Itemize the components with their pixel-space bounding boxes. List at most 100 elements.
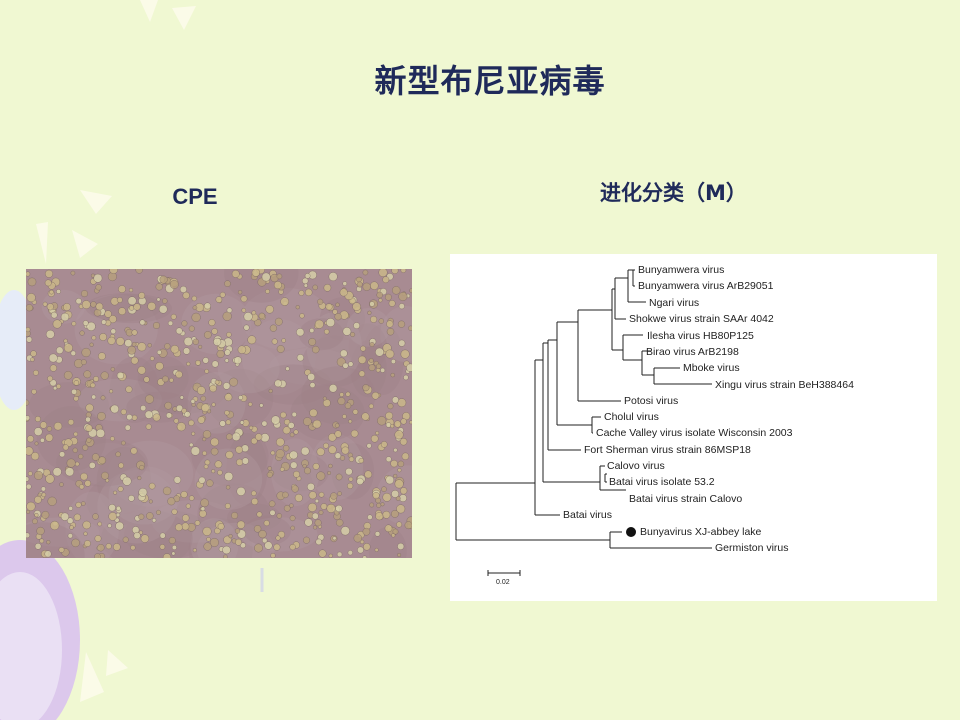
cell [156, 349, 162, 355]
cell [352, 302, 361, 311]
cell [335, 302, 340, 308]
micrograph-cells [26, 269, 412, 558]
cell [289, 432, 295, 438]
cell [127, 345, 137, 355]
cell [184, 411, 191, 418]
cell [258, 312, 266, 320]
cell [261, 420, 268, 427]
cell [138, 487, 148, 497]
cell [39, 437, 45, 443]
cell [369, 341, 375, 348]
cell [56, 383, 62, 389]
cell [75, 501, 82, 508]
cell [375, 363, 382, 369]
cell [145, 423, 152, 430]
cell [368, 403, 374, 409]
cell [192, 338, 199, 345]
cpe-micrograph [26, 269, 412, 558]
cell [208, 319, 216, 327]
cell [81, 347, 91, 358]
cell [275, 535, 281, 541]
cell [311, 512, 319, 520]
cell [179, 285, 187, 293]
cell [85, 403, 94, 412]
cell [112, 543, 121, 551]
cell [386, 327, 395, 336]
cell [311, 345, 320, 354]
cell [356, 281, 363, 288]
cell [222, 545, 231, 555]
cell [353, 533, 363, 543]
cell [210, 437, 219, 447]
cell [211, 328, 218, 335]
cell [376, 291, 383, 299]
cell [101, 471, 109, 480]
cell [196, 386, 206, 395]
cell [301, 277, 309, 285]
cell [30, 350, 37, 357]
cell [309, 408, 318, 418]
cell [385, 411, 394, 420]
cell [380, 367, 386, 373]
cell [394, 430, 404, 440]
cell [308, 337, 317, 346]
cell [335, 518, 344, 527]
cell [404, 521, 412, 530]
cell [68, 506, 74, 511]
cell [60, 312, 70, 322]
micrograph-texture [269, 348, 354, 386]
cell [280, 297, 290, 306]
cell [75, 297, 82, 305]
cell [203, 542, 212, 551]
tree-leaf: Batai virus isolate 53.2 [609, 476, 715, 488]
cell [224, 471, 234, 482]
cell [312, 525, 318, 530]
cell [34, 495, 42, 504]
cell [408, 325, 412, 331]
cell [108, 503, 116, 512]
cell [124, 339, 133, 348]
cell [44, 269, 54, 278]
cell [131, 414, 138, 421]
cell [179, 395, 184, 400]
cell [181, 514, 190, 522]
cell [131, 341, 137, 347]
cell [240, 295, 248, 303]
cell [201, 403, 210, 413]
cell [192, 548, 197, 553]
cell [97, 543, 105, 552]
cell [315, 538, 322, 546]
cell [118, 462, 125, 469]
cell [41, 492, 47, 498]
cell [289, 515, 296, 522]
cell [214, 460, 223, 469]
cell [334, 313, 342, 321]
cell [60, 512, 70, 521]
cell [168, 536, 176, 545]
cell [390, 509, 399, 518]
cell [243, 324, 250, 331]
cell [225, 485, 231, 490]
cell [342, 414, 347, 419]
cell [256, 511, 263, 518]
cell [374, 547, 379, 552]
cell [94, 553, 101, 558]
cell [175, 370, 183, 379]
cell [400, 487, 408, 495]
cell [391, 269, 399, 275]
cell [182, 291, 190, 300]
cell [276, 273, 283, 280]
slide-title: 新型布尼亚病毒 [374, 62, 606, 100]
cell [190, 446, 201, 456]
cpe-caption: CPE [172, 184, 218, 209]
cell [382, 492, 392, 502]
micrograph-texture [126, 391, 192, 423]
cell [26, 501, 36, 512]
cell [358, 355, 367, 364]
cell [121, 440, 126, 446]
cell [356, 276, 362, 283]
cell [266, 471, 273, 478]
cell [377, 416, 387, 426]
cell [26, 336, 33, 343]
cell [108, 512, 118, 521]
